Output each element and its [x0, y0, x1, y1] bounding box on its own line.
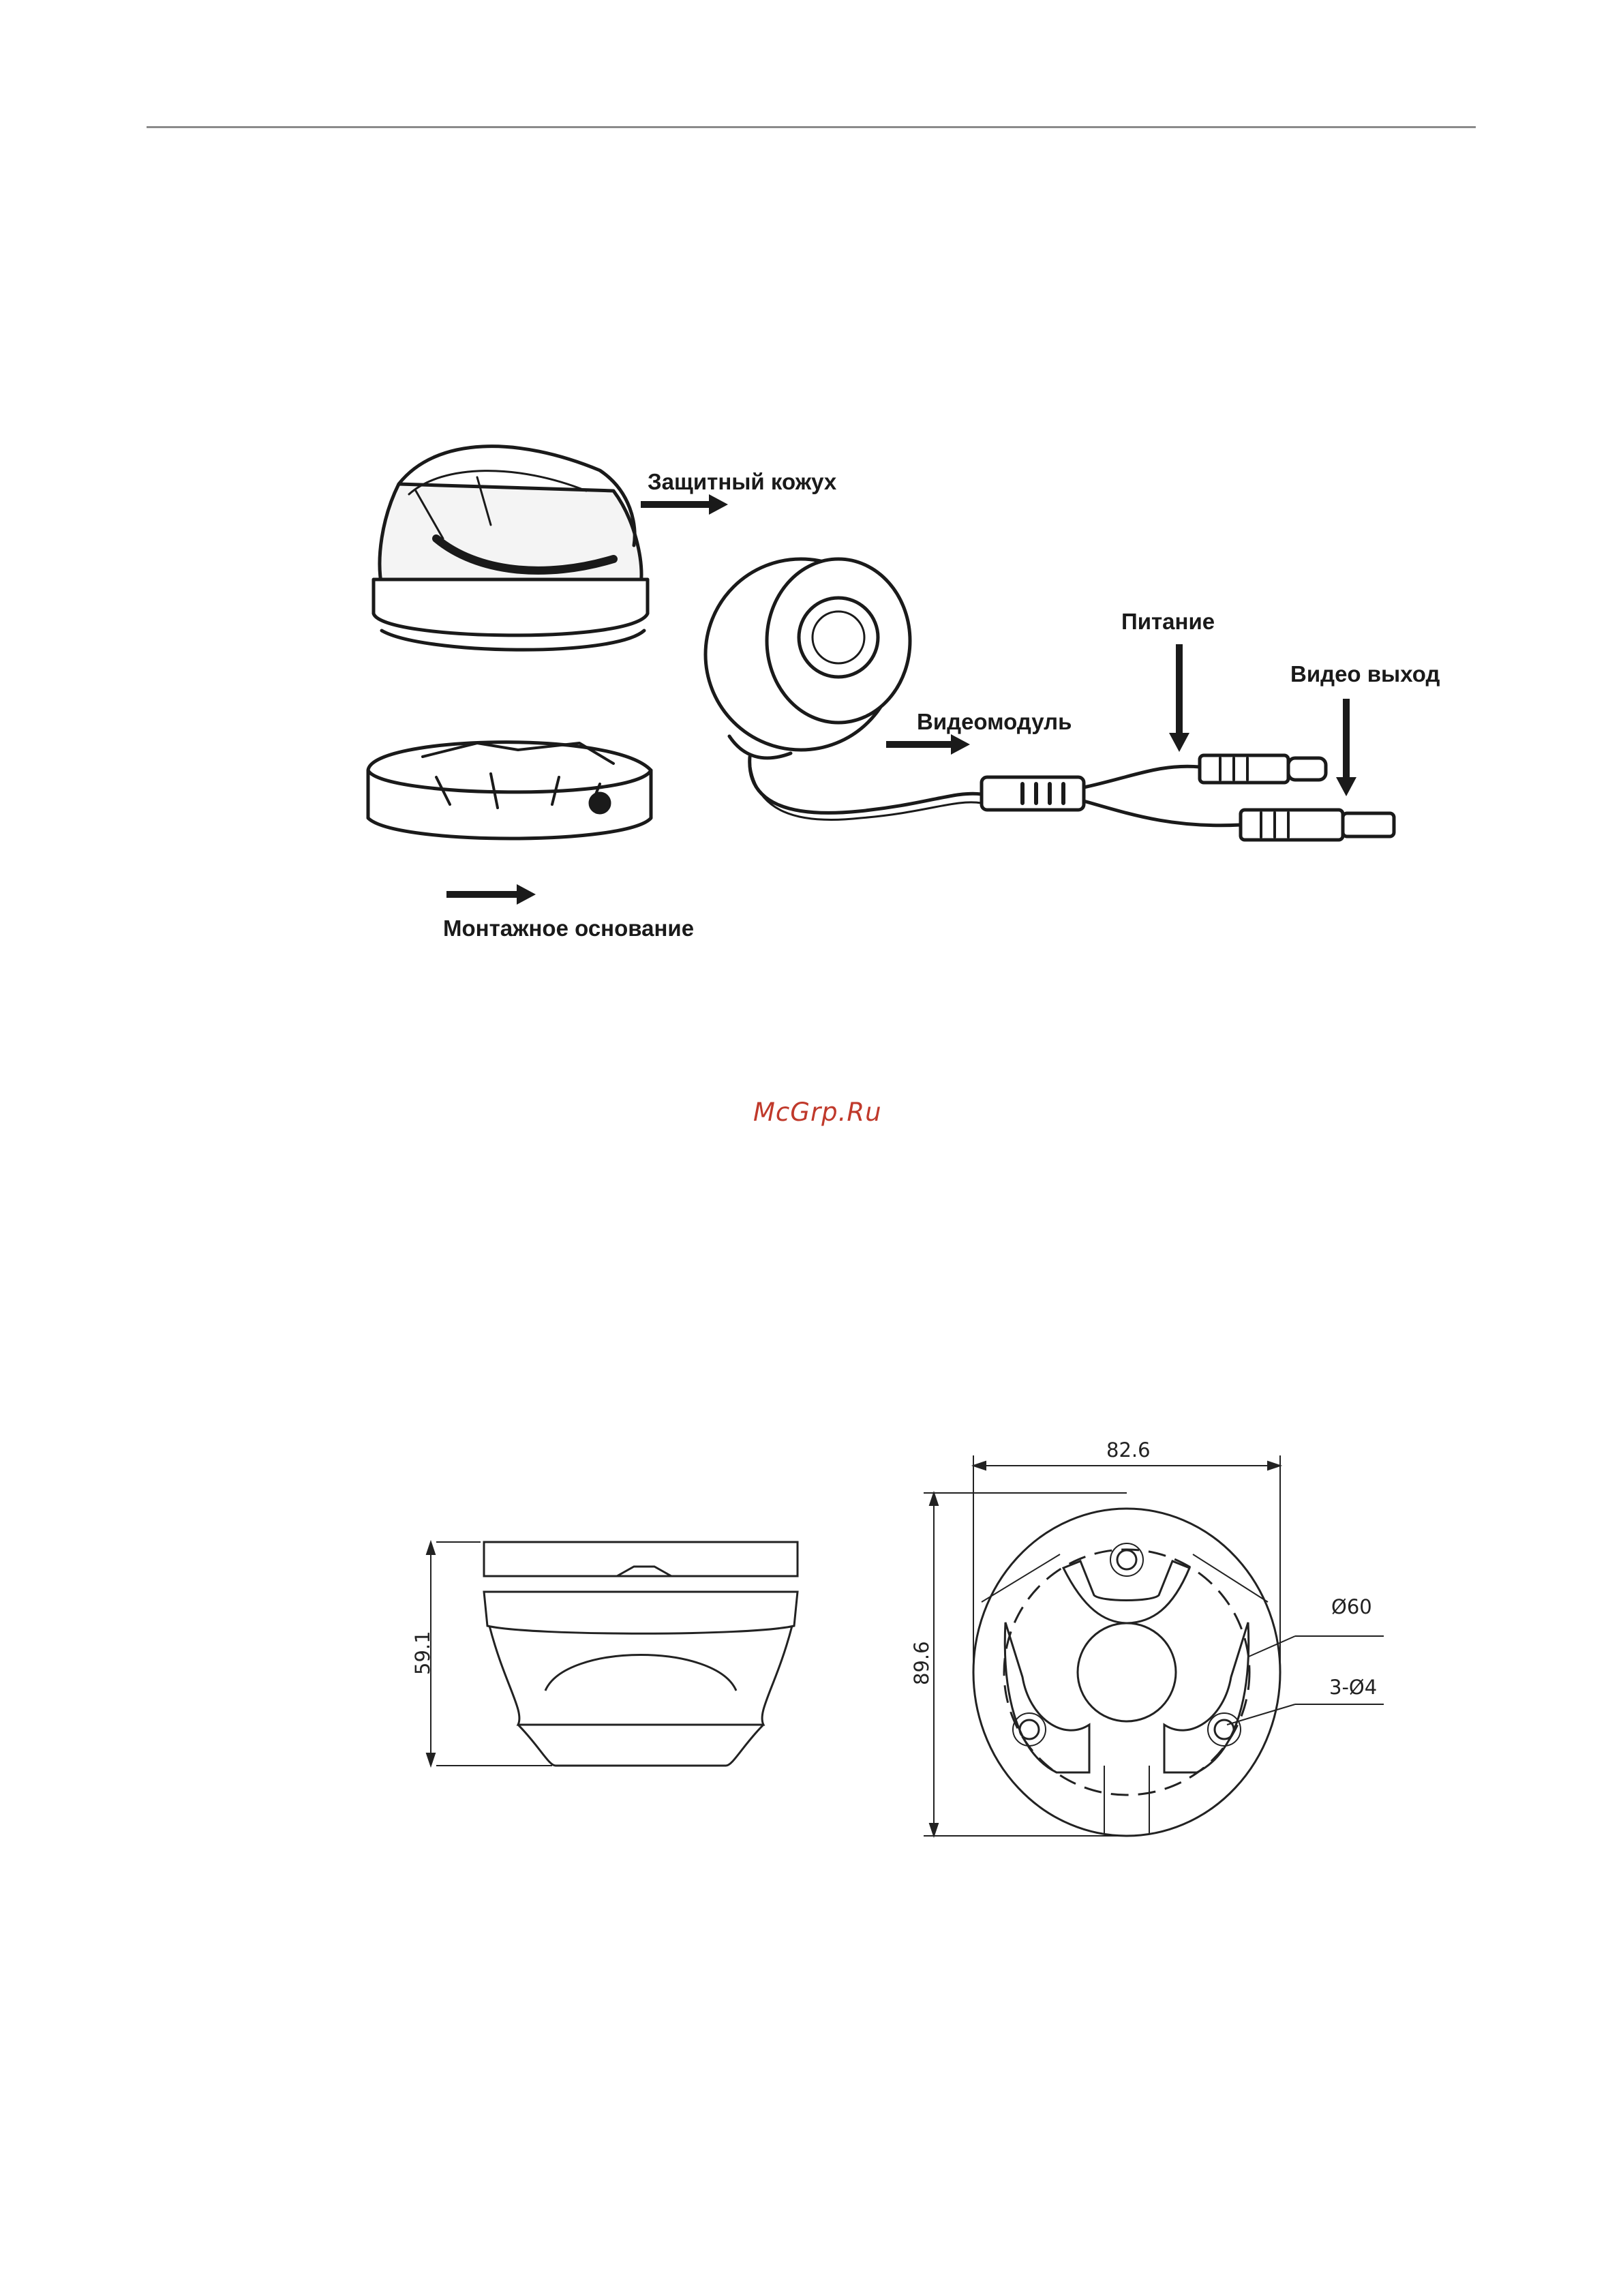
camera-cable-illustration [750, 755, 1394, 840]
label-video-out: Видео выход [1290, 661, 1440, 687]
watermark-text: McGrp.Ru [753, 1098, 882, 1127]
label-video-module: Видеомодуль [917, 709, 1072, 735]
top-view-drawing [973, 1509, 1280, 1836]
side-view-drawing [484, 1542, 798, 1766]
arrow-base [446, 884, 536, 905]
dimension-circle: Ø60 [1331, 1595, 1372, 1618]
dimension-holes: 3-Ø4 [1329, 1676, 1377, 1699]
dimension-depth: 89.6 [910, 1644, 933, 1685]
arrow-power [1169, 644, 1189, 752]
mounting-base-illustration [368, 742, 651, 839]
arrow-video-out [1336, 699, 1356, 796]
label-mounting-base: Монтажное основание [443, 916, 694, 941]
dimension-width: 82.6 [1106, 1438, 1151, 1462]
arrow-cover [641, 494, 728, 515]
label-power: Питание [1121, 609, 1215, 635]
video-module-illustration [706, 559, 910, 758]
dimension-height: 59.1 [411, 1634, 434, 1675]
protective-cover-illustration [374, 447, 648, 650]
label-protective-cover: Защитный кожух [648, 469, 836, 495]
arrow-module [886, 734, 970, 755]
